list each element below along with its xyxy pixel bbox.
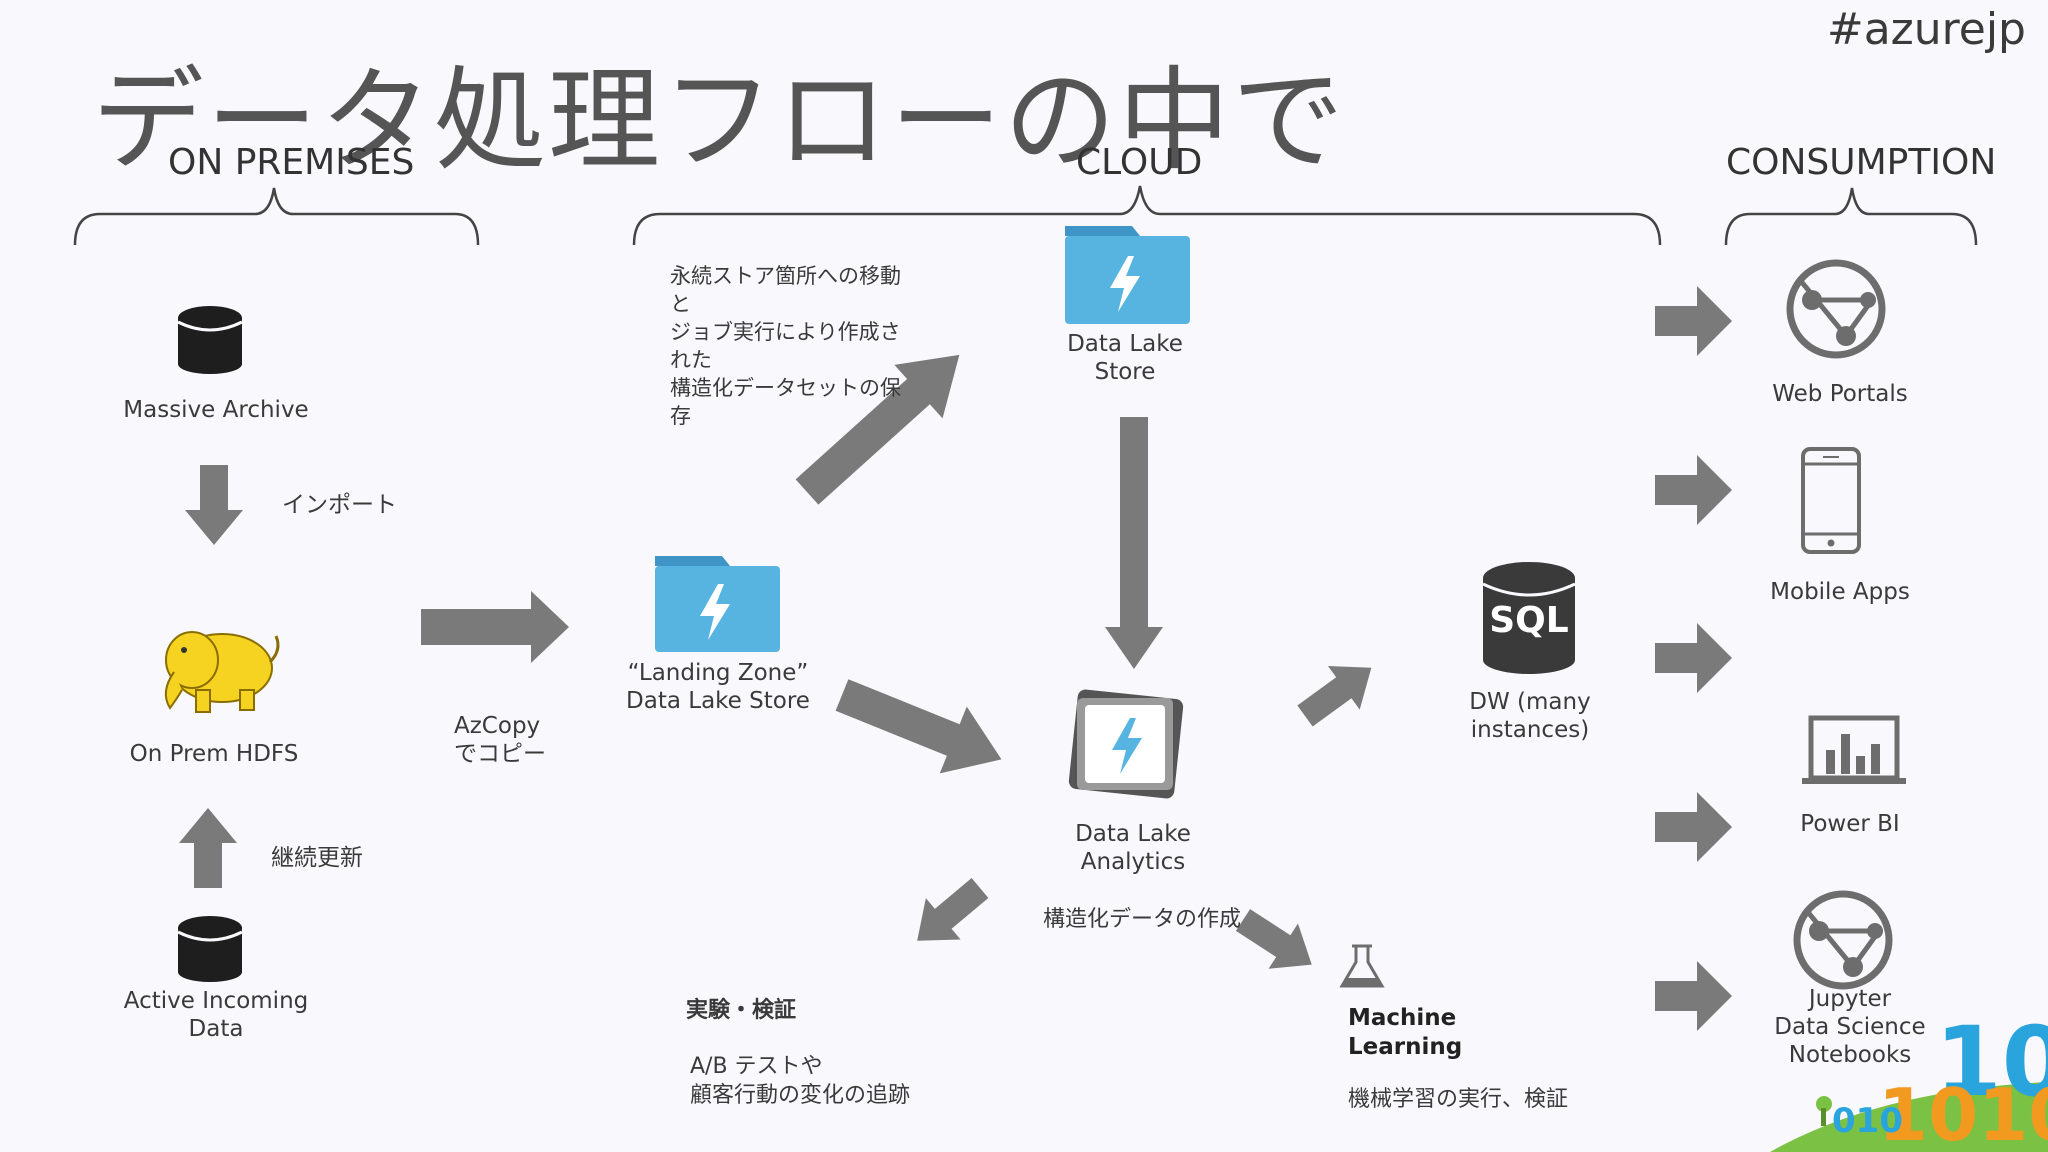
azcopy-arrow bbox=[421, 591, 569, 663]
on-premises-brace bbox=[73, 187, 480, 246]
cloud-brace bbox=[632, 185, 1662, 246]
svg-text:010: 010 bbox=[1832, 1101, 1903, 1141]
sql-text: SQL bbox=[1489, 600, 1569, 641]
experiment-title: 実験・検証 bbox=[686, 998, 797, 1023]
structured-data-label: 構造化データの作成 bbox=[1043, 907, 1242, 932]
globe-icon bbox=[1786, 259, 1886, 359]
to-ml-arrow bbox=[1235, 909, 1312, 969]
power-bi-label: Power BI bbox=[1800, 811, 1900, 837]
to-dw-arrow bbox=[1297, 665, 1372, 727]
sql-database-icon bbox=[1482, 562, 1576, 674]
store-to-analytics-arrow bbox=[1105, 417, 1163, 669]
to-mobile-apps-arrow bbox=[1655, 455, 1732, 525]
to-power-bi-arrow bbox=[1655, 792, 1732, 862]
data-lake-analytics-label: Data Lake Analytics bbox=[1075, 821, 1191, 875]
to-analytics-arrow bbox=[835, 679, 1002, 774]
continuous-update-arrow bbox=[179, 808, 237, 888]
globe-icon bbox=[1793, 890, 1893, 990]
to-web-portals-arrow bbox=[1655, 286, 1732, 356]
import-arrow bbox=[185, 465, 243, 545]
move-note: 永続ストア箇所への移動 と ジョブ実行により作成さ れた 構造化データセットの保… bbox=[670, 264, 901, 428]
active-incoming-label: Active Incoming Data bbox=[123, 988, 309, 1042]
azcopy-label: AzCopy でコピー bbox=[454, 713, 546, 767]
machine-learning-description: 機械学習の実行、検証 bbox=[1348, 1087, 1569, 1112]
consumption-brace bbox=[1724, 187, 1978, 246]
machine-learning-title: Machine Learning bbox=[1348, 1005, 1463, 1060]
mobile-apps-label: Mobile Apps bbox=[1770, 579, 1910, 605]
to-middle-arrow bbox=[1655, 623, 1732, 693]
web-portals-label: Web Portals bbox=[1772, 381, 1908, 407]
landing-zone-label: “Landing Zone” Data Lake Store bbox=[626, 660, 810, 714]
power-bi-chart-icon bbox=[1802, 715, 1906, 784]
section-consumption: CONSUMPTION bbox=[1726, 142, 1997, 183]
continuous-update-label: 継続更新 bbox=[271, 845, 363, 871]
mobile-phone-icon bbox=[1801, 447, 1861, 554]
database-icon bbox=[177, 916, 243, 982]
svg-text:10: 10 bbox=[1935, 1006, 2048, 1118]
data-lake-store-folder-icon bbox=[655, 556, 780, 652]
section-on-premises: ON PREMISES bbox=[168, 142, 415, 183]
to-store-arrow bbox=[795, 354, 960, 505]
jupyter-label: Jupyter Data Science Notebooks bbox=[1774, 986, 1926, 1068]
data-lake-store-folder-icon bbox=[1065, 226, 1190, 324]
data-lake-analytics-icon bbox=[1068, 689, 1184, 799]
experiment-description: A/B テストや 顧客行動の変化の追跡 bbox=[690, 1054, 911, 1108]
section-cloud: CLOUD bbox=[1076, 142, 1203, 183]
database-icon bbox=[177, 306, 243, 374]
massive-archive-label: Massive Archive bbox=[123, 397, 309, 423]
import-label: インポート bbox=[282, 492, 397, 518]
to-experiment-arrow bbox=[917, 878, 989, 941]
hashtag: #azurejp bbox=[1826, 4, 2026, 55]
hadoop-elephant-icon bbox=[164, 631, 280, 713]
flask-icon bbox=[1339, 944, 1385, 988]
dw-label: DW (many instances) bbox=[1469, 689, 1591, 743]
data-lake-store-label: Data Lake Store bbox=[1067, 331, 1183, 385]
page-title: データ処理フローの中で bbox=[92, 56, 1346, 186]
to-jupyter-arrow bbox=[1655, 961, 1732, 1031]
hdfs-label: On Prem HDFS bbox=[129, 741, 299, 767]
